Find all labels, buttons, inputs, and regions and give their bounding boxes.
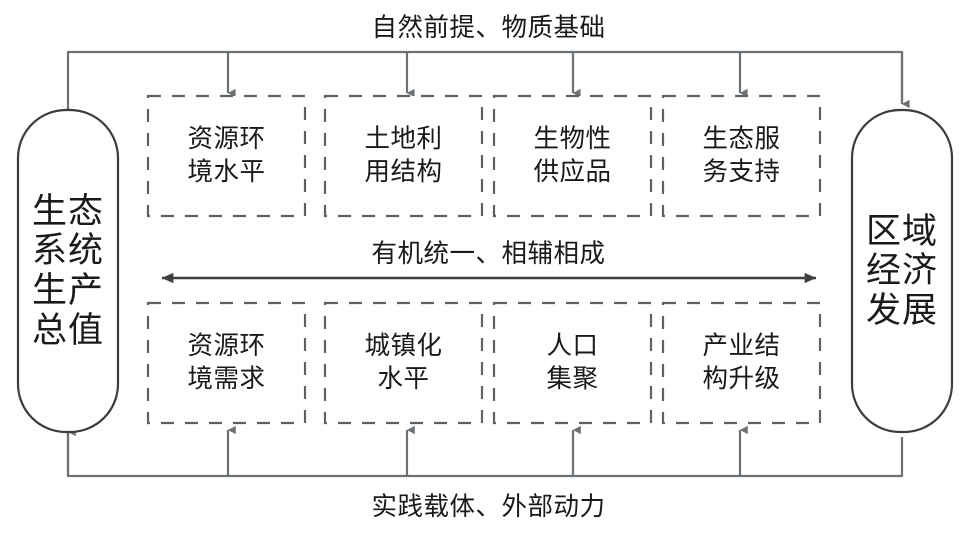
- box-resource-env-demand-shape[interactable]: [146, 301, 307, 425]
- box-industrial-upgrade-shape[interactable]: [661, 301, 822, 425]
- bottom-connector-group: [66, 425, 904, 478]
- box-land-use-structure-shape[interactable]: [323, 94, 484, 218]
- box-population-agglomeration-shape[interactable]: [492, 301, 653, 425]
- box-biological-supply-shape[interactable]: [492, 94, 653, 218]
- bottom-bus-line: [66, 432, 904, 478]
- box-eco-service-support-shape[interactable]: [661, 94, 822, 218]
- node-gep-shape[interactable]: [16, 108, 120, 434]
- box-urbanization-level-shape[interactable]: [323, 301, 484, 425]
- box-resource-env-level-shape[interactable]: [146, 94, 307, 218]
- top-connector-group: [66, 50, 910, 110]
- node-regional-economy-shape[interactable]: [850, 108, 954, 434]
